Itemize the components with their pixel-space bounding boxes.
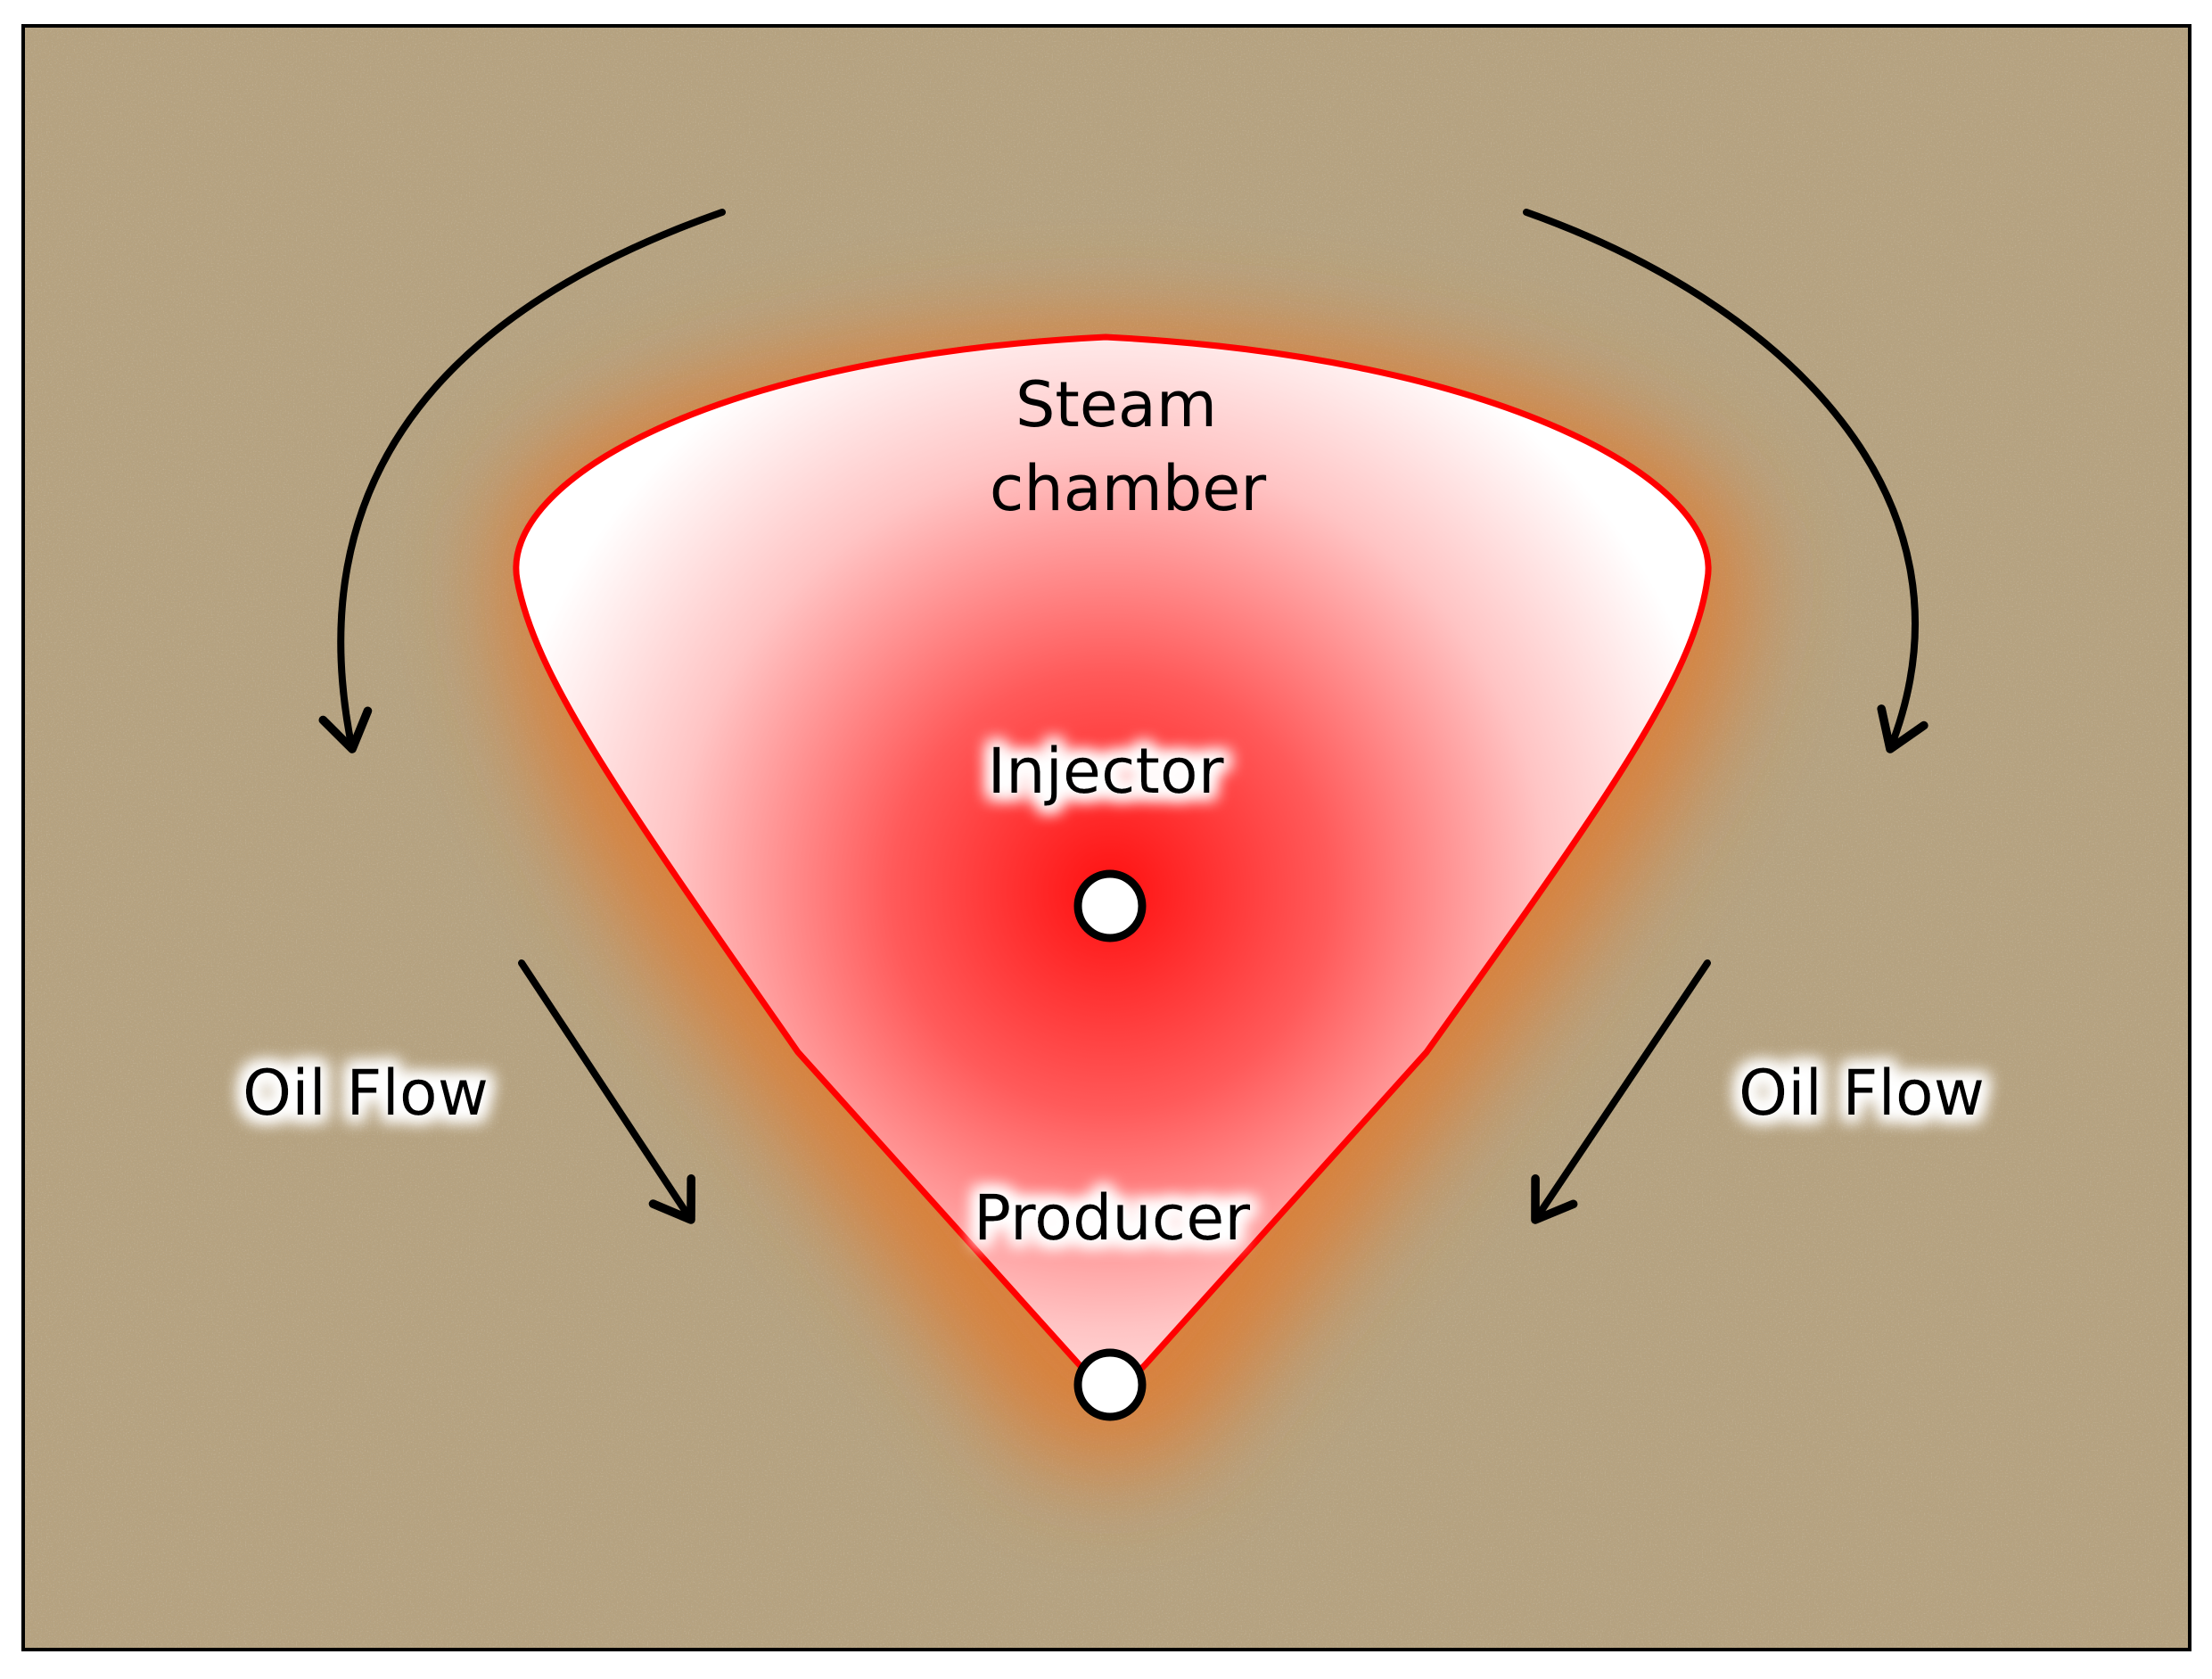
steam-chamber-label-line1: Steam xyxy=(1016,368,1217,441)
steam-chamber xyxy=(513,333,1712,1385)
left-oil-flow-arrow xyxy=(518,959,696,1224)
right-oil-flow-arrow xyxy=(1531,959,1711,1224)
producer-well-icon xyxy=(1073,1348,1147,1421)
producer-label: Producer xyxy=(974,1181,1250,1255)
oil-flow-label-left: Oil Flow xyxy=(243,1057,489,1130)
diagram-frame xyxy=(21,24,2191,1651)
oil-flow-label-right: Oil Flow xyxy=(1739,1057,1985,1130)
left-curved-flow-arrow xyxy=(318,209,726,753)
steam-chamber-label-line2: chamber xyxy=(990,452,1266,525)
injector-label: Injector xyxy=(987,735,1223,808)
injector-well-icon xyxy=(1073,869,1147,942)
right-curved-flow-arrow xyxy=(1523,209,1928,753)
